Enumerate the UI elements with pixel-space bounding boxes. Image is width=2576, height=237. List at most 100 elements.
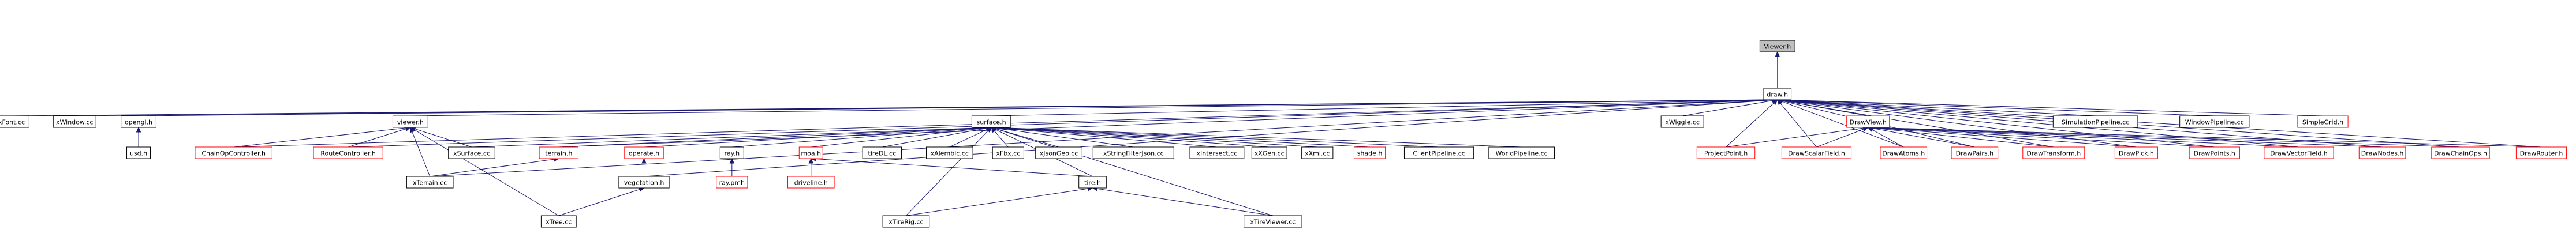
- dependency-edge: [810, 156, 1093, 177]
- dependency-edge: [348, 97, 1779, 148]
- node-xintersect-cc[interactable]: xIntersect.cc: [1189, 146, 1245, 159]
- node-box: [1880, 146, 1928, 159]
- node-xwiggle-cc[interactable]: xWiggle.cc: [1660, 115, 1704, 128]
- node-ray-pmh[interactable]: ray.pmh: [716, 176, 748, 189]
- edge-arrowhead: [1775, 51, 1780, 57]
- node-box: [1035, 146, 1082, 159]
- node-viewer-h[interactable]: viewer.h: [392, 115, 428, 128]
- node-xtree-cc[interactable]: xTree.cc: [540, 215, 577, 228]
- node-drawpick-h[interactable]: DrawPick.h: [2114, 146, 2158, 159]
- dependency-edge: [808, 157, 814, 176]
- node-xtirerig-cc[interactable]: xTireRig.cc: [882, 215, 930, 228]
- edge-line: [471, 127, 987, 148]
- dependency-edge: [136, 126, 141, 147]
- node-routecontroller-h[interactable]: RouteController.h: [313, 146, 383, 159]
- edge-line: [1782, 99, 2323, 116]
- node-box: [798, 146, 823, 159]
- node-box: [862, 146, 902, 159]
- node-simplegrid-h[interactable]: SimpleGrid.h: [2297, 115, 2349, 128]
- edge-line: [1872, 127, 2542, 148]
- node-terrain-h[interactable]: terrain.h: [539, 146, 578, 159]
- node-windowpipeline-cc[interactable]: WindowPipeline.cc: [2179, 115, 2250, 128]
- dependency-edge: [990, 126, 1273, 216]
- edge-arrowhead: [986, 127, 992, 133]
- node-box: [1781, 146, 1852, 159]
- node-label: DrawPairs.h: [1956, 150, 1993, 157]
- node-drawchainops-h[interactable]: DrawChainOps.h: [2431, 146, 2490, 159]
- edge-arrowhead: [641, 157, 647, 164]
- dependency-edge: [409, 127, 559, 216]
- node-label: driveline.h: [794, 179, 828, 187]
- node-xjsongeo-cc[interactable]: xJsonGeo.cc: [1035, 146, 1082, 159]
- node-label: xSurface.cc: [453, 150, 490, 157]
- node-label: ProjectPoint.h: [1704, 150, 1748, 157]
- node-box: [195, 146, 272, 159]
- node-draw-h[interactable]: draw.h: [1763, 88, 1792, 100]
- node-drawpoints-h[interactable]: DrawPoints.h: [2189, 146, 2240, 159]
- node-label: xAlembic.cc: [931, 150, 969, 157]
- node-label: xWiggle.cc: [1665, 119, 1700, 126]
- node-drawnodes-h[interactable]: DrawNodes.h: [2358, 146, 2406, 159]
- node-box: [2297, 115, 2349, 128]
- edge-line: [1097, 188, 1273, 216]
- node-label: xFont.cc: [0, 119, 25, 126]
- node-driveline-h[interactable]: driveline.h: [787, 176, 835, 189]
- node-vegetation-h[interactable]: vegetation.h: [618, 176, 670, 189]
- edge-line: [1780, 103, 1817, 148]
- node-label: xStringFilterJson.cc: [1103, 150, 1164, 157]
- node-box: [2264, 146, 2334, 159]
- node-projectpoint-h[interactable]: ProjectPoint.h: [1696, 146, 1756, 159]
- node-surface-h[interactable]: surface.h: [971, 115, 1011, 128]
- node-box: [1078, 176, 1107, 189]
- edge-arrowhead: [1772, 99, 1778, 105]
- edge-line: [1872, 127, 2137, 148]
- node-drawpairs-h[interactable]: DrawPairs.h: [1951, 146, 1999, 159]
- node-drawvectorfield-h[interactable]: DrawVectorField.h: [2264, 146, 2334, 159]
- node-xfbx-cc[interactable]: xFbx.cc: [992, 146, 1024, 159]
- edge-arrowhead: [729, 157, 735, 164]
- node-moa-h[interactable]: moa.h: [798, 146, 823, 159]
- node-usd-h[interactable]: usd.h: [126, 146, 151, 159]
- edge-arrowhead: [409, 127, 416, 133]
- node-opengl-h[interactable]: opengl.h: [121, 115, 156, 128]
- node-box: [1488, 146, 1555, 159]
- edge-line: [1872, 127, 2461, 148]
- node-label: xTireViewer.cc: [1250, 219, 1296, 226]
- node-label: DrawScalarField.h: [1788, 150, 1845, 157]
- node-drawview-h[interactable]: DrawView.h: [1846, 115, 1890, 128]
- node-label: shade.h: [1357, 150, 1383, 157]
- node-xfont-cc[interactable]: xFont.cc: [0, 115, 29, 128]
- node-box: [1301, 146, 1334, 159]
- node-chainopcontroller-h[interactable]: ChainOpController.h: [195, 146, 272, 159]
- node-tiredl-cc[interactable]: tireDL.cc: [862, 146, 902, 159]
- node-drawatoms-h[interactable]: DrawAtoms.h: [1880, 146, 1928, 159]
- edge-line: [996, 127, 1270, 148]
- node-drawscalarfield-h[interactable]: DrawScalarField.h: [1781, 146, 1852, 159]
- node-box: [53, 115, 96, 128]
- node-simulationpipeline-cc[interactable]: SimulationPipeline.cc: [2052, 115, 2138, 128]
- edge-line: [348, 99, 1773, 148]
- node-clientpipeline-cc[interactable]: ClientPipeline.cc: [1403, 146, 1474, 159]
- node-tire-h[interactable]: tire.h: [1078, 176, 1107, 189]
- node-xsurface-cc[interactable]: xSurface.cc: [448, 146, 495, 159]
- node-xstringfilterjson-cc[interactable]: xStringFilterJson.cc: [1092, 146, 1174, 159]
- node-ray-h[interactable]: ray.h: [719, 146, 744, 159]
- node-drawrouter-h[interactable]: DrawRouter.h: [2515, 146, 2567, 159]
- node-drawtransform-h[interactable]: DrawTransform.h: [2022, 146, 2085, 159]
- node-operate-h[interactable]: operate.h: [624, 146, 664, 159]
- node-label: DrawNodes.h: [2361, 150, 2404, 157]
- node-xxml-cc[interactable]: xXml.cc: [1301, 146, 1334, 159]
- node-label: Viewer.h: [1764, 43, 1791, 51]
- node-box: [2052, 115, 2138, 128]
- edge-line: [811, 127, 987, 148]
- edge-line: [1872, 127, 2054, 148]
- node-xxgen-cc[interactable]: xXGen.cc: [1251, 146, 1287, 159]
- node-xtireviewer-cc[interactable]: xTireViewer.cc: [1244, 215, 1302, 228]
- edge-line: [996, 127, 1317, 148]
- node-shade-h[interactable]: shade.h: [1353, 146, 1386, 159]
- node-worldpipeline-cc[interactable]: WorldPipeline.cc: [1488, 146, 1555, 159]
- node-xterrain-cc[interactable]: xTerrain.cc: [406, 176, 454, 189]
- node-xalembic-cc[interactable]: xAlembic.cc: [925, 146, 973, 159]
- node-xwindow-cc[interactable]: xWindow.cc: [53, 115, 96, 128]
